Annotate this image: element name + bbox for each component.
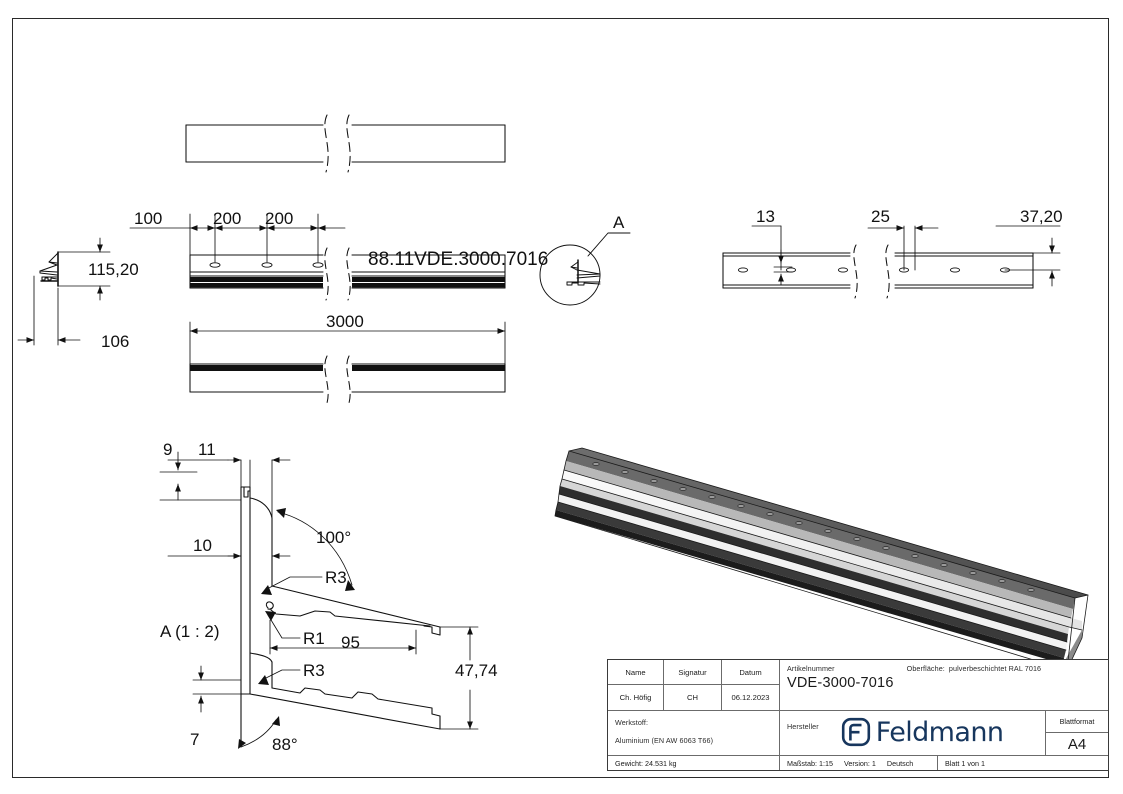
date-value: 06.12.2023 bbox=[731, 693, 770, 702]
date-header: Datum bbox=[722, 660, 779, 685]
feldmann-wordmark: Feldmann bbox=[875, 716, 1004, 748]
material-value: Aluminium (EN AW 6063 T66) bbox=[615, 736, 714, 745]
material-label: Werkstoff: bbox=[615, 718, 649, 727]
sheet-count-cell: Blatt 1 von 1 bbox=[945, 758, 985, 768]
signature-value: CH bbox=[687, 693, 698, 702]
title-block-row-2: Werkstoff: Aluminium (EN AW 6063 T66) He… bbox=[608, 711, 1108, 756]
title-block-row-3: Gewicht: 24.531 kg Maßstab: 1:15 Version… bbox=[608, 756, 1108, 770]
manufacturer-label: Hersteller bbox=[787, 721, 819, 731]
article-number: VDE-3000-7016 bbox=[787, 675, 894, 691]
name-value: Ch. Höfig bbox=[619, 693, 652, 702]
title-block-row-1: Name Ch. Höfig Signatur CH Datum 06.12.2… bbox=[608, 660, 1108, 711]
manufacturer-cell: Hersteller Feldmann bbox=[780, 711, 1046, 755]
scale-version-cell: Maßstab: 1:15 Version: 1 Deutsch bbox=[780, 756, 938, 770]
material-cell: Werkstoff: Aluminium (EN AW 6063 T66) bbox=[608, 711, 780, 755]
sheet-format-cell: Blattformat A4 bbox=[1046, 711, 1108, 755]
article-column: Artikelnummer Oberfläche: pulverbeschich… bbox=[780, 660, 1108, 710]
title-block: Name Ch. Höfig Signatur CH Datum 06.12.2… bbox=[607, 659, 1109, 771]
article-label: Artikelnummer bbox=[787, 664, 835, 673]
version-value: Version: 1 bbox=[843, 758, 876, 768]
signature-header: Signatur bbox=[664, 660, 721, 685]
language-value: Deutsch bbox=[886, 758, 914, 768]
signature-column: Signatur CH bbox=[664, 660, 722, 710]
date-column: Datum 06.12.2023 bbox=[722, 660, 780, 710]
name-column: Name Ch. Höfig bbox=[608, 660, 664, 710]
scale-value: Maßstab: 1:15 bbox=[787, 758, 833, 768]
sheet-border bbox=[12, 18, 1109, 778]
surface-label: Oberfläche: bbox=[906, 664, 945, 673]
name-header: Name bbox=[608, 660, 663, 685]
sheet-format-label: Blattformat bbox=[1046, 711, 1108, 733]
sheet-format-value: A4 bbox=[1067, 735, 1087, 753]
weight-cell: Gewicht: 24.531 kg bbox=[608, 756, 780, 770]
surface-value: pulverbeschichtet RAL 7016 bbox=[948, 664, 1042, 673]
feldmann-logo: Feldmann bbox=[841, 717, 1004, 748]
feldmann-f-mark-icon bbox=[841, 717, 870, 747]
